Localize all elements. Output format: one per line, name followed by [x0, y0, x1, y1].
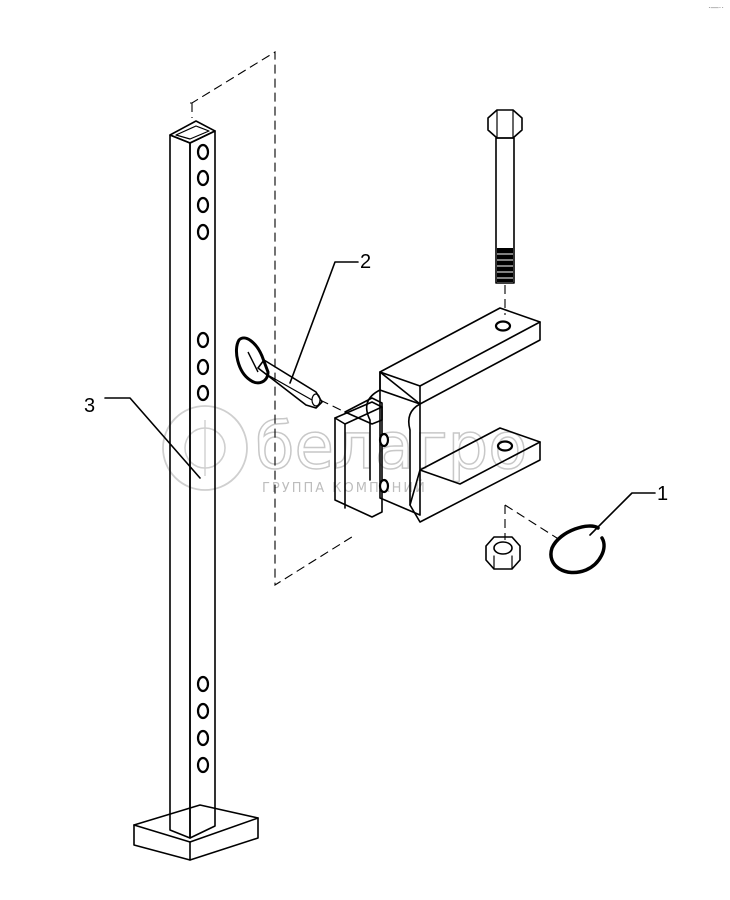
- assembly-guide-lines: [190, 51, 561, 586]
- callout-1: 1: [657, 483, 668, 505]
- post-holes-bottom: [196, 675, 210, 774]
- leader-lines: [104, 261, 656, 536]
- callout-2: 2: [360, 251, 371, 273]
- watermark-logo-icon: [162, 405, 248, 491]
- part-1-snap-ring: [549, 524, 606, 575]
- watermark-logo-text: белагро: [255, 410, 527, 484]
- nut: [485, 536, 521, 570]
- bracket: [334, 307, 541, 523]
- callout-3: 3: [84, 395, 95, 417]
- post-holes-top: [196, 143, 210, 241]
- part-2-pin: [235, 336, 323, 409]
- bolt-thread: [497, 248, 513, 282]
- bolt: [487, 109, 523, 284]
- post-holes-middle: [196, 331, 210, 402]
- part-3-post: [133, 120, 259, 861]
- corner-mark: ·—··: [708, 3, 724, 12]
